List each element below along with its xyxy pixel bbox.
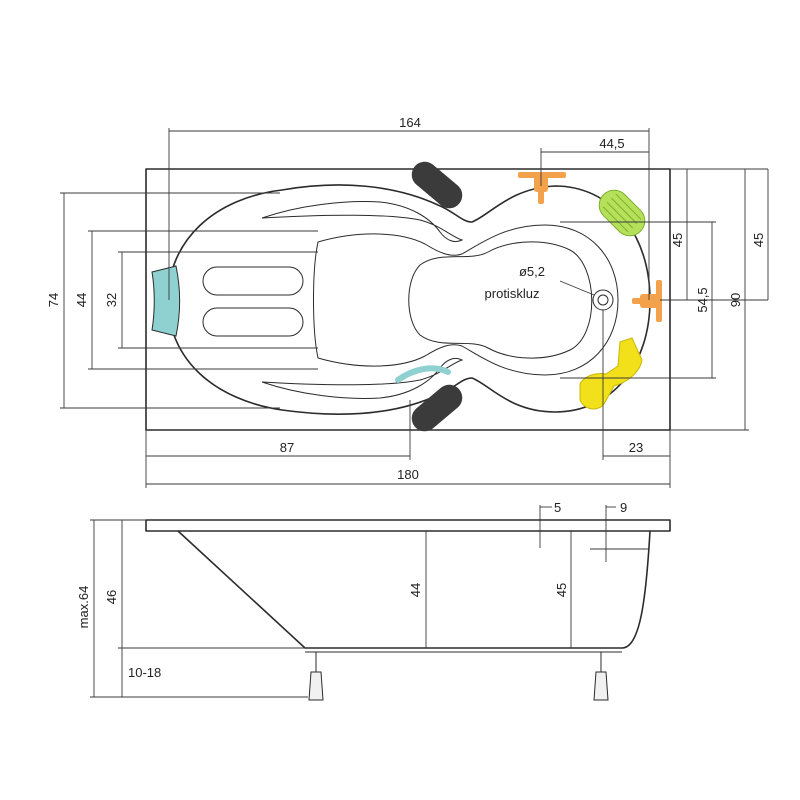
dim-max64: max.64 [76, 586, 91, 629]
armrest-bottom [261, 357, 464, 399]
basin-outline [167, 184, 651, 415]
antislip-pad-bottom [202, 307, 304, 337]
dim-5: 5 [554, 500, 561, 515]
dim-90: 90 [728, 293, 743, 307]
top-view: 164 44,5 74 44 32 45 54,5 90 45 87 23 18… [46, 115, 769, 488]
foot-grip-icon [579, 337, 643, 410]
side-body [177, 530, 651, 649]
dim-23: 23 [629, 440, 643, 455]
tub-rim-outline [145, 168, 671, 431]
dim-164: 164 [399, 115, 421, 130]
dim-45-a: 45 [670, 233, 685, 247]
dim-10-18: 10-18 [128, 665, 161, 680]
faucet-icon-top [518, 172, 566, 204]
drain-icon-inner [597, 294, 609, 306]
basin-floor-outline [313, 224, 619, 376]
dim-45-side: 45 [554, 583, 569, 597]
leg-right [593, 652, 609, 701]
drain-leader [559, 280, 595, 296]
dim-46: 46 [104, 590, 119, 604]
dim-54-5: 54,5 [695, 287, 710, 312]
headrest-icon [151, 265, 181, 337]
drain-icon [592, 289, 614, 311]
side-view: max.64 46 10-18 44 45 5 9 [76, 500, 671, 701]
dim-32: 32 [104, 293, 119, 307]
dim-9: 9 [620, 500, 627, 515]
drain-diameter-label: ø5,2 [519, 264, 545, 279]
side-rim [145, 519, 671, 532]
handle-arc [395, 365, 451, 383]
dim-44: 44 [74, 293, 89, 307]
dim-180: 180 [397, 467, 419, 482]
dim-87: 87 [280, 440, 294, 455]
antislip-label: protiskluz [485, 286, 540, 301]
dim-74: 74 [46, 293, 61, 307]
pillow-icon-bottom [411, 384, 463, 432]
basin-floor-inner [408, 241, 593, 359]
grip-icon [598, 189, 646, 237]
dim-45-b: 45 [751, 233, 766, 247]
armrest-top [261, 201, 464, 243]
faucet-icon-right [632, 280, 662, 322]
dim-44-side: 44 [408, 583, 423, 597]
leg-left [308, 652, 324, 701]
dim-44-5: 44,5 [599, 136, 624, 151]
antislip-pad-top [202, 266, 304, 296]
pillow-icon-top [411, 161, 463, 209]
